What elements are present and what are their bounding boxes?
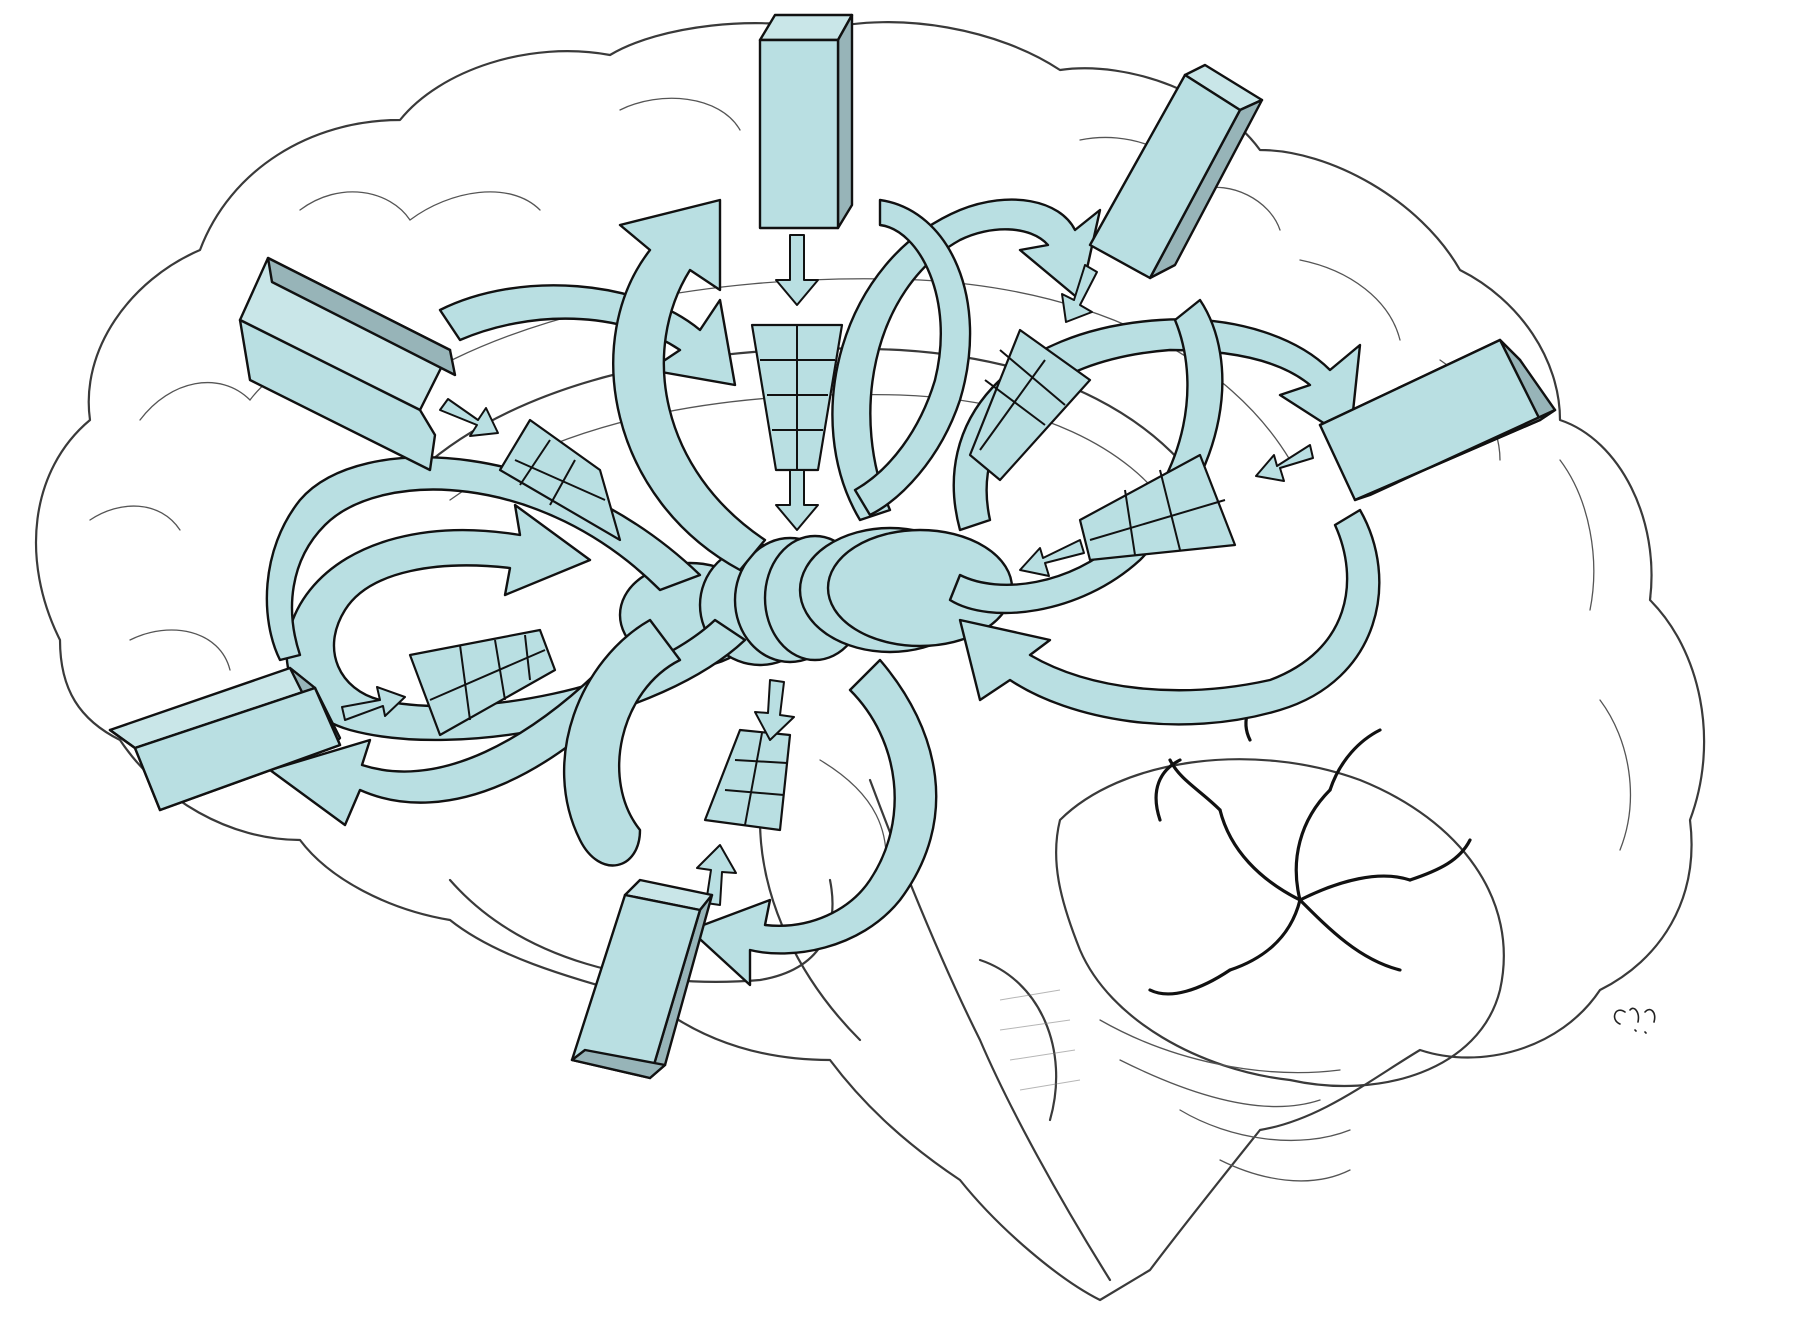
straight-arrow — [776, 235, 818, 305]
straight-arrow — [440, 399, 498, 436]
gyrus-line — [130, 630, 230, 670]
gyrus-line — [1600, 700, 1630, 850]
gyrus-line — [1560, 460, 1594, 610]
cone-bottom — [705, 730, 790, 830]
cone-right — [1080, 455, 1235, 560]
gyrus-line — [1300, 260, 1400, 340]
arbor-vitae — [1150, 690, 1470, 994]
module-box-upper-left — [240, 258, 455, 470]
gyrus-line — [620, 98, 740, 130]
loop-arrow — [440, 285, 735, 385]
module-box-top — [760, 15, 852, 228]
module-box-bottom — [572, 880, 712, 1078]
network-overlay — [110, 15, 1555, 1078]
loop-arrow — [564, 620, 680, 865]
loop-arrow — [613, 200, 765, 570]
gyrus-line — [300, 192, 540, 220]
gyrus-line — [90, 506, 180, 530]
pons — [980, 960, 1056, 1120]
straight-arrow — [776, 470, 818, 530]
artist-signature — [1615, 1008, 1655, 1033]
cone-top — [752, 325, 842, 470]
cerebellum — [1056, 759, 1504, 1181]
module-box-upper-right — [1090, 65, 1262, 278]
